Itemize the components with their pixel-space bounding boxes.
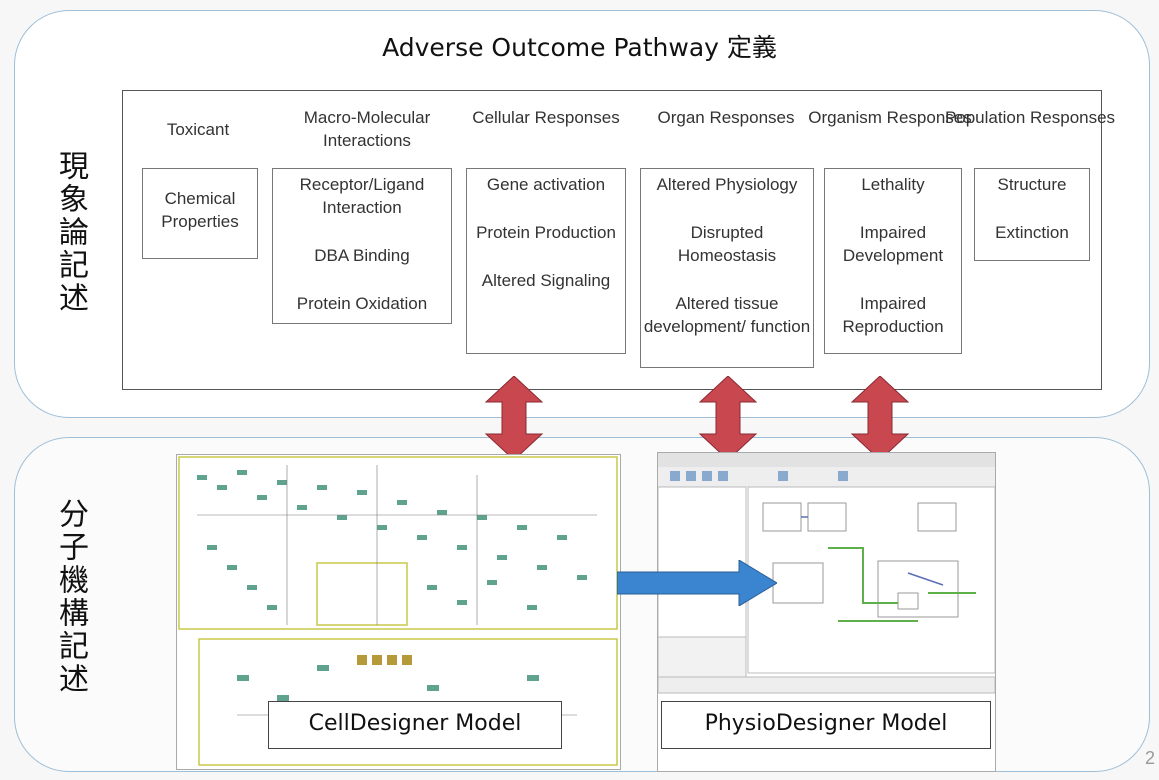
double-arrow-cellular-link (484, 376, 544, 460)
toxicant-item: Chemical Properties (161, 189, 239, 231)
column-header-toxicant: Toxicant (166, 120, 230, 139)
cellular-item: Gene activation (486, 175, 606, 194)
column-header-organ: Organ Responses (657, 108, 795, 127)
macro-molecular-box: Receptor/Ligand Interaction DBA Binding … (272, 168, 452, 324)
organ-item: Disrupted Homeostasis (677, 223, 777, 265)
cellular-box: Gene activation Protein Production Alter… (466, 168, 626, 354)
physiodesigner-window-image (657, 452, 996, 772)
celldesigner-network-graphic (178, 456, 618, 766)
column-header-macro-molecular: Macro-Molecular Interactions (303, 108, 431, 150)
molecular-mechanism-description-label: 分子機構記述 (53, 498, 88, 696)
population-box: Structure Extinction (974, 168, 1090, 261)
column-header-organism: Organism Responses (808, 108, 972, 127)
organism-item: Lethality (861, 175, 925, 194)
page-number: 2 (1144, 748, 1155, 768)
organ-box: Altered Physiology Disrupted Homeostasis… (640, 168, 814, 368)
column-header-population: Population Responses (944, 108, 1116, 127)
macro-molecular-item: Receptor/Ligand Interaction (299, 175, 425, 217)
organ-item: Altered tissue development/ function (643, 294, 811, 336)
organism-item: Impaired Development (842, 223, 944, 265)
organism-box: Lethality Impaired Development Impaired … (824, 168, 962, 354)
physiodesigner-window-graphic (657, 453, 996, 694)
physiodesigner-model-label: PhysioDesigner Model (661, 701, 991, 749)
organism-item: Impaired Reproduction (842, 294, 944, 336)
aop-definition-title: Adverse Outcome Pathway 定義 (382, 33, 777, 62)
population-item: Structure (997, 175, 1067, 194)
organ-item: Altered Physiology (656, 175, 798, 194)
phenomenological-description-label: 現象論記述 (53, 150, 88, 315)
double-arrow-organism-link (850, 376, 910, 460)
toxicant-box: Chemical Properties (142, 168, 258, 259)
macro-molecular-item: DBA Binding (314, 246, 410, 265)
model-conversion-arrow (617, 560, 777, 606)
macro-molecular-item: Protein Oxidation (296, 294, 428, 313)
double-arrow-organ-link (698, 376, 758, 460)
population-item: Extinction (995, 223, 1069, 242)
cellular-item: Altered Signaling (481, 271, 611, 290)
column-header-cellular: Cellular Responses (472, 108, 620, 127)
celldesigner-model-label: CellDesigner Model (268, 701, 562, 749)
cellular-item: Protein Production (476, 223, 616, 242)
